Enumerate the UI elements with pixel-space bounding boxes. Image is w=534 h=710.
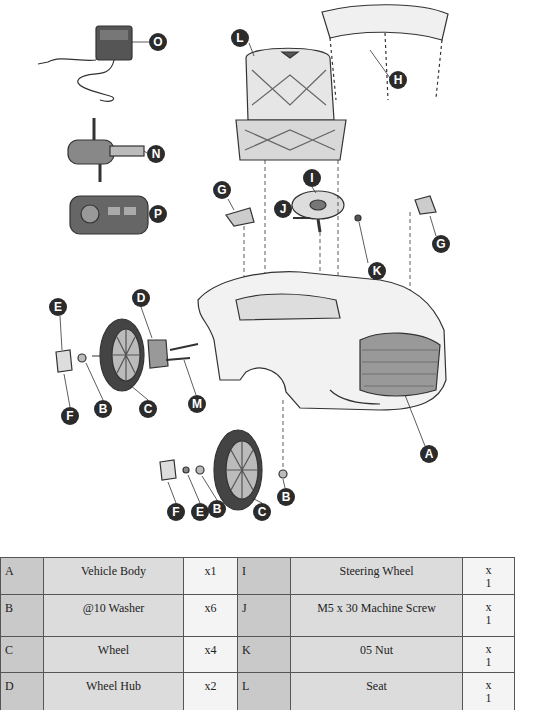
cell-text: x1 [486,601,492,636]
callout-number: A [420,445,438,463]
table-cell: K [237,636,291,673]
table-cell: Wheel [43,636,184,673]
callout-number: N [147,145,165,163]
cell-text: x1 [205,564,217,594]
callout-letter: H [394,74,403,86]
callout-letter: M [192,398,202,410]
table-cell: x6 [183,594,238,637]
callout-number: E [191,503,209,521]
table-cell: I [237,557,291,595]
cell-text: Seat [366,679,387,710]
callout-letter: E [54,301,62,313]
callout-number: F [61,407,79,425]
callout-number: G [432,235,450,253]
callout-number: O [149,33,167,51]
table-cell: x1 [183,557,238,595]
table-cell: L [237,672,291,710]
callout-number: F [167,503,185,521]
callout-number: C [139,400,157,418]
table-cell: x1 [462,636,515,673]
callout-number: L [231,29,249,47]
callout-number: D [132,289,150,307]
callout-number: H [389,71,407,89]
table-cell: Wheel Hub [43,672,184,710]
callout-letter: L [236,32,243,44]
cell-text: Steering Wheel [339,564,413,594]
callout-number: G [213,181,231,199]
callout-number: E [49,298,67,316]
callout-letter: D [137,292,146,304]
table-cell: x4 [183,636,238,673]
cell-text: x2 [205,679,217,710]
callout-number: B [277,488,295,506]
callout-letter: B [99,403,108,415]
cell-text: B [5,601,13,636]
table-cell: B [0,594,44,637]
callout-letter: K [373,265,382,277]
callout-number: P [149,205,167,223]
table-cell: @10 Washer [43,594,184,637]
table-cell: x2 [183,672,238,710]
cell-text: 05 Nut [360,643,393,672]
cell-text: K [242,643,251,672]
table-cell: J [237,594,291,637]
table-cell: M5 x 30 Machine Screw [290,594,463,637]
table-cell: Vehicle Body [43,557,184,595]
table-cell: D [0,672,44,710]
cell-text: Wheel [98,643,129,672]
callout-number: C [253,503,271,521]
callout-letter: B [282,491,291,503]
callout-number: B [94,400,112,418]
callout-letter: P [154,208,162,220]
table-cell: 05 Nut [290,636,463,673]
cell-text: D [5,679,14,710]
callout-number: M [188,395,206,413]
callout-letter: N [152,148,161,160]
callout-letter: C [144,403,153,415]
callout-letter: B [213,503,222,515]
callout-letter: G [217,184,226,196]
table-cell: x1 [462,594,515,637]
callout-letter: G [436,238,445,250]
cell-text: L [242,679,249,710]
callout-number: J [274,200,292,218]
callout-letter: J [280,203,287,215]
cell-text: x1 [486,643,492,672]
callout-number: I [303,169,321,187]
table-cell: x1 [462,672,515,710]
callout-letter: F [172,506,179,518]
cell-text: @10 Washer [83,601,145,636]
cell-text: x6 [205,601,217,636]
cell-text: I [242,564,246,594]
table-cell: Seat [290,672,463,710]
cell-text: M5 x 30 Machine Screw [317,601,436,636]
callout-number: K [368,262,386,280]
callout-letter: I [310,172,313,184]
cell-text: x4 [205,643,217,672]
table-cell: C [0,636,44,673]
cell-text: Wheel Hub [86,679,141,710]
cell-text: Vehicle Body [81,564,146,594]
callout-letter: A [425,448,434,460]
callout-letter: E [196,506,204,518]
cell-text: x1 [486,564,492,594]
cell-text: A [5,564,14,594]
callout-letter: O [153,36,162,48]
cell-text: C [5,643,13,672]
cell-text: J [242,601,247,636]
table-cell: A [0,557,44,595]
table-cell: Steering Wheel [290,557,463,595]
cell-text: x1 [486,679,492,710]
callout-number: B [208,500,226,518]
callout-letter: C [258,506,267,518]
table-cell: x1 [462,557,515,595]
callout-letter: F [66,410,73,422]
